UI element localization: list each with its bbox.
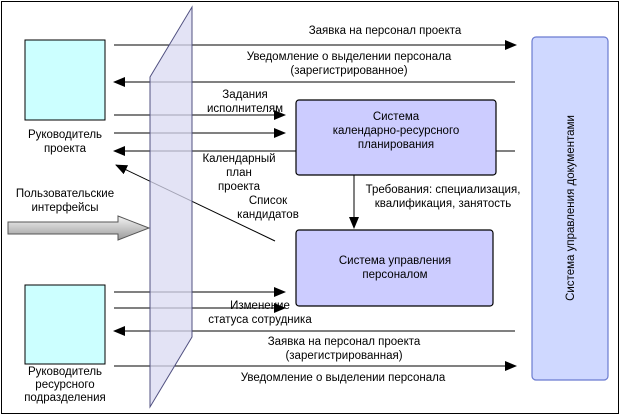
documents-system-box: [531, 36, 609, 381]
interface-panel: [149, 5, 193, 409]
personnel-system-box: [295, 229, 494, 307]
user-interfaces-arrow: [7, 215, 151, 241]
project-manager-box: [24, 39, 106, 121]
label-notification-registered: Уведомление о выделении персонала(зареги…: [247, 51, 452, 77]
documents-system-label: Система управления документами: [565, 115, 577, 301]
label-requirements: Требования: специализация,квалификация, …: [366, 184, 521, 210]
label-request-registered: Заявка на персонал проекта(зарегистриров…: [268, 336, 421, 362]
arrow-candidates: [115, 164, 276, 242]
label-request-project: Заявка на персонал проекта: [309, 25, 462, 37]
calendar-system-box: [295, 99, 497, 176]
resource-manager-box: [24, 284, 106, 365]
label-notification: Уведомление о выделении персонала: [241, 372, 446, 384]
